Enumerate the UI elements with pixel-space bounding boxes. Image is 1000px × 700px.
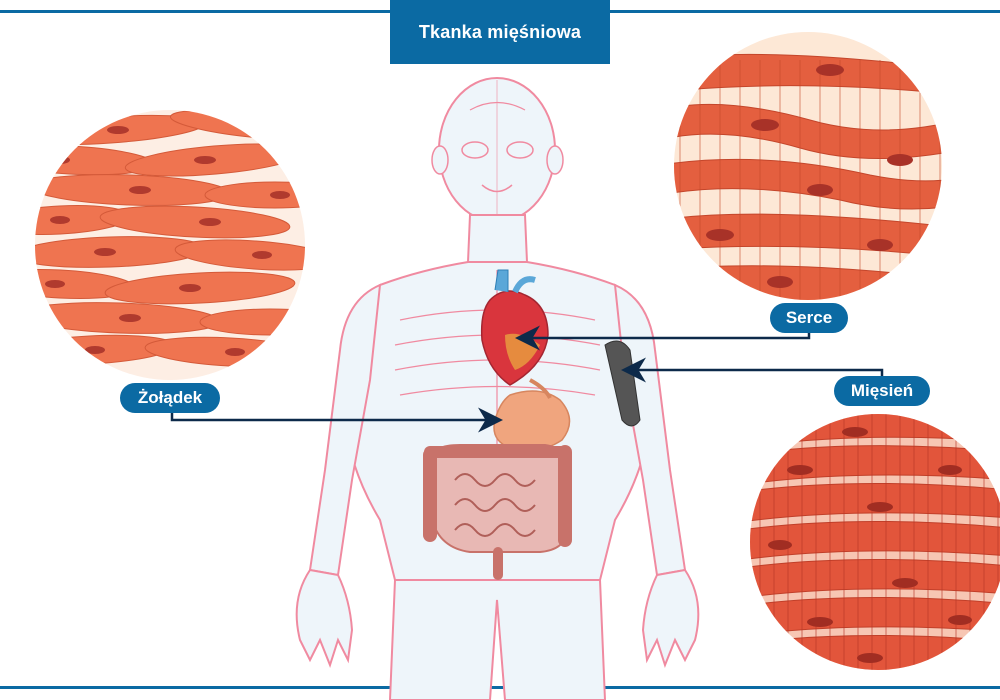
smooth-muscle-tissue-circle <box>35 110 305 380</box>
skeletal-muscle-tissue-circle <box>750 414 1000 670</box>
muscle-label: Mięsień <box>834 376 930 406</box>
bottom-frame-line <box>0 686 1000 689</box>
cardiac-muscle-tissue-circle <box>674 32 942 300</box>
stomach-connector-arrow <box>170 407 503 433</box>
diagram-title: Tkanka mięśniowa <box>390 0 610 64</box>
stomach-label: Żołądek <box>120 383 220 413</box>
muscle-connector-arrow <box>621 357 884 383</box>
heart-label: Serce <box>770 303 848 333</box>
human-body <box>295 77 700 700</box>
